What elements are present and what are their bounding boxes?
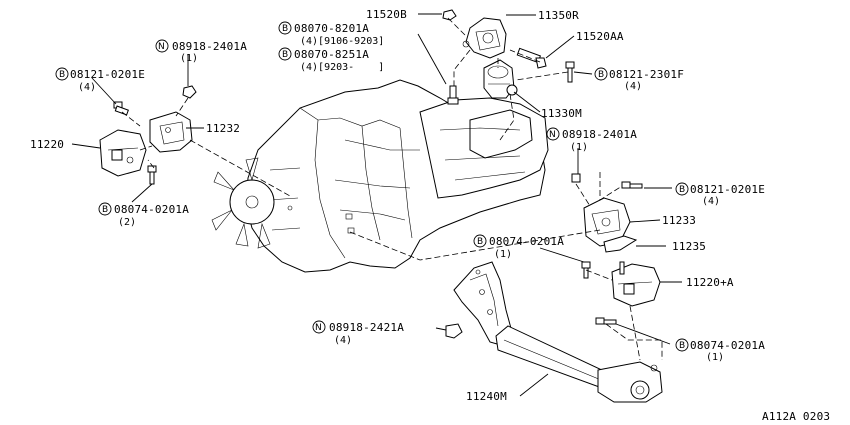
callout-11240M: 11240M xyxy=(466,390,507,403)
svg-text:(1): (1) xyxy=(570,142,588,153)
svg-text:N: N xyxy=(549,130,556,140)
svg-text:(4)[9203- ]: (4)[9203- ] xyxy=(300,62,384,73)
svg-text:B: B xyxy=(679,185,685,195)
callout-11330M: 11330M xyxy=(541,107,582,120)
crossmember-11240M xyxy=(453,261,663,403)
svg-text:08918-2401A: 08918-2401A xyxy=(562,128,637,141)
svg-text:08121-2301F: 08121-2301F xyxy=(609,68,684,81)
bolt-08121-0201E-right xyxy=(621,181,643,189)
callout-08070-8251A: B 08070-8251A (4)[9203- ] xyxy=(278,47,384,73)
svg-text:(1): (1) xyxy=(180,53,198,64)
bolt-08070 xyxy=(447,85,459,105)
leader-lines xyxy=(71,13,682,397)
svg-text:08121-0201E: 08121-0201E xyxy=(70,68,145,81)
callout-08918-2421A: N 08918-2421A (4) xyxy=(312,320,404,346)
rear-mount-11350R xyxy=(462,17,507,59)
callout-11520B: 11520B xyxy=(366,8,407,21)
svg-text:(1): (1) xyxy=(706,352,724,363)
engine-transmission-assembly xyxy=(211,79,549,273)
fan xyxy=(211,157,275,249)
callout-08121-0201E-left: B 08121-0201E (4) xyxy=(55,67,145,93)
bolt-08074-0201A-left xyxy=(147,165,157,185)
svg-text:B: B xyxy=(282,24,288,34)
nut-11520B xyxy=(442,9,457,21)
svg-text:(4): (4) xyxy=(702,196,720,207)
svg-text:08074-0201A: 08074-0201A xyxy=(690,339,765,352)
callout-08074-0201A-mid: B 08074-0201A (1) xyxy=(473,234,564,260)
nut-08918-2421A xyxy=(445,323,463,339)
svg-text:08121-0201E: 08121-0201E xyxy=(690,183,765,196)
callout-08918-2401A-top: N 08918-2401A (1) xyxy=(155,39,247,64)
svg-text:08918-2421A: 08918-2421A xyxy=(329,321,404,334)
callout-11520AA: 11520AA xyxy=(576,30,624,43)
svg-text:B: B xyxy=(59,70,65,80)
nut-08918-2401A-right xyxy=(571,173,581,183)
svg-text:08070-8251A: 08070-8251A xyxy=(294,48,369,61)
svg-text:08074-0201A: 08074-0201A xyxy=(489,235,564,248)
insulator-11220A xyxy=(611,261,661,307)
heat-shield-11235 xyxy=(603,235,638,253)
callout-08121-0201E-right: B 08121-0201E (4) xyxy=(675,182,765,207)
callout-11220: 11220 xyxy=(30,138,64,151)
svg-text:(4): (4) xyxy=(624,81,642,92)
svg-text:08918-2401A: 08918-2401A xyxy=(172,40,247,53)
svg-text:(1): (1) xyxy=(494,249,512,260)
callout-11233: 11233 xyxy=(662,214,696,227)
bolt-08121-0201E-left xyxy=(113,101,129,116)
callout-08074-0201A-left: B 08074-0201A (2) xyxy=(98,202,189,228)
callout-08918-2401A-right: N 08918-2401A (1) xyxy=(546,127,637,153)
assembly-lines xyxy=(121,17,663,361)
svg-text:08074-0201A: 08074-0201A xyxy=(114,203,189,216)
bolt-08121-2301F xyxy=(565,61,575,83)
svg-text:B: B xyxy=(679,341,685,351)
svg-text:(4)[9106-9203]: (4)[9106-9203] xyxy=(300,36,384,47)
bolt-08074-0201A-low xyxy=(595,317,617,325)
svg-text:N: N xyxy=(158,42,165,52)
callout-11232: 11232 xyxy=(206,122,240,135)
svg-text:B: B xyxy=(282,50,288,60)
svg-text:(4): (4) xyxy=(78,82,96,93)
nut-08918-2401A-top xyxy=(182,85,197,99)
svg-text:B: B xyxy=(598,70,604,80)
svg-text:N: N xyxy=(315,323,322,333)
svg-text:B: B xyxy=(477,237,483,247)
svg-text:(2): (2) xyxy=(118,217,136,228)
svg-text:B: B xyxy=(102,205,108,215)
insulator-11330M xyxy=(483,59,518,99)
svg-text:08070-8201A: 08070-8201A xyxy=(294,22,369,35)
callout-11350R: 11350R xyxy=(538,9,579,22)
bolt-11520AA xyxy=(516,47,547,69)
mount-bracket-11233 xyxy=(583,197,631,247)
callout-08121-2301F: B 08121-2301F (4) xyxy=(594,67,684,92)
diagram-code: A112A 0203 xyxy=(762,410,830,423)
callout-08074-0201A-low: B 08074-0201A (1) xyxy=(675,338,765,363)
callout-11235: 11235 xyxy=(672,240,706,253)
mount-bracket-11232 xyxy=(149,111,193,153)
insulator-11220 xyxy=(99,129,147,177)
callout-08070-8201A: B 08070-8201A (4)[9106-9203] xyxy=(278,21,384,47)
svg-text:(4): (4) xyxy=(334,335,352,346)
callout-11220A: 11220+A xyxy=(686,276,734,289)
bolt-08074-0201A-mid xyxy=(581,261,591,279)
